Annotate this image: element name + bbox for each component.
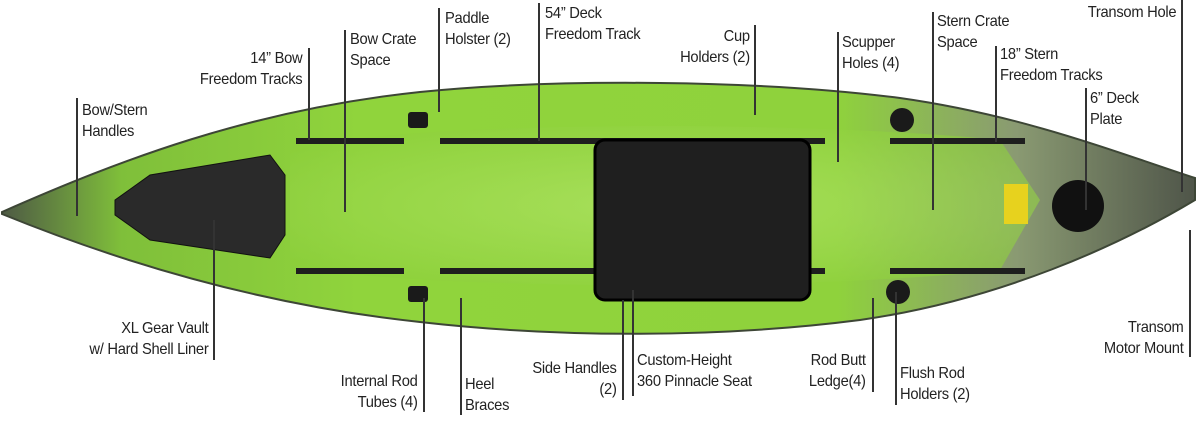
label-line: 54” Deck	[545, 5, 602, 22]
label-transom-hole: Transom Hole	[1087, 2, 1176, 23]
label-line: Braces	[465, 397, 510, 414]
label-side-handles: Side Handles (2)	[532, 358, 618, 400]
leader-line	[837, 32, 839, 162]
label-line: w/ Hard Shell Liner	[88, 341, 208, 358]
label-line: Plate	[1090, 111, 1123, 128]
label-line: 6” Deck	[1090, 90, 1139, 107]
label-line: Handles	[82, 123, 135, 140]
label-line: Tubes (4)	[358, 394, 418, 411]
leader-line	[995, 46, 997, 142]
label-line: Holster (2)	[445, 31, 511, 48]
label-line: Space	[937, 34, 978, 51]
leader-line	[308, 48, 310, 140]
leader-line	[423, 298, 425, 412]
leader-line	[932, 12, 934, 210]
label-line: Freedom Tracks	[199, 71, 303, 88]
leader-line	[872, 298, 874, 392]
leader-line	[538, 3, 540, 141]
label-line: Transom	[1128, 319, 1184, 336]
leader-line	[460, 298, 462, 415]
label-line: Holders (2)	[900, 386, 970, 403]
leader-line	[1189, 230, 1191, 357]
label-line: Bow/Stern	[82, 102, 148, 119]
label-line: Cup	[723, 28, 750, 45]
flush-rod-holder	[886, 280, 910, 304]
label-line: Holders (2)	[680, 49, 750, 66]
warning-sticker	[1004, 184, 1028, 224]
label-line: Flush Rod	[900, 365, 965, 382]
leader-line	[1181, 0, 1183, 192]
label-gear-vault: XL Gear Vault w/ Hard Shell Liner	[89, 318, 208, 360]
label-line: Space	[350, 52, 391, 69]
leader-line	[76, 98, 78, 216]
label-line: Rod Butt	[810, 352, 866, 369]
label-line: Transom Hole	[1087, 4, 1176, 21]
label-line: Side Handles	[532, 360, 618, 377]
leader-line	[344, 30, 346, 212]
seat	[593, 138, 812, 302]
flush-rod-holder	[890, 108, 914, 132]
label-line: 360 Pinnacle Seat	[637, 373, 752, 390]
label-line: Scupper	[842, 34, 895, 51]
leader-line	[213, 220, 215, 360]
leader-line	[622, 300, 624, 400]
rod-tube	[408, 112, 428, 128]
label-line: Paddle	[445, 10, 490, 27]
label-line: XL Gear Vault	[120, 320, 209, 337]
rod-tube	[408, 286, 428, 302]
label-pinnacle-seat: Custom-Height 360 Pinnacle Seat	[637, 350, 752, 392]
leader-line	[438, 8, 440, 112]
leader-line	[754, 25, 756, 115]
label-line: Holes (4)	[842, 55, 900, 72]
gear-vault	[114, 154, 286, 259]
label-line: Heel	[465, 376, 495, 393]
label-line: Motor Mount	[1104, 340, 1184, 357]
label-line: Custom-Height	[637, 352, 732, 369]
label-line: 14” Bow	[249, 50, 302, 67]
label-line: Ledge(4)	[809, 373, 866, 390]
label-line: Stern Crate	[937, 13, 1010, 30]
label-line: Freedom Tracks	[1000, 67, 1103, 84]
label-line: (2)	[599, 381, 617, 398]
leader-line	[895, 292, 897, 405]
label-line: Freedom Track	[545, 26, 641, 43]
label-line: Internal Rod	[341, 373, 418, 390]
leader-line	[1085, 88, 1087, 210]
deck-plate	[1052, 180, 1104, 232]
label-line: Bow Crate	[350, 31, 417, 48]
leader-line	[632, 290, 634, 396]
label-line: 18” Stern	[1000, 46, 1059, 63]
